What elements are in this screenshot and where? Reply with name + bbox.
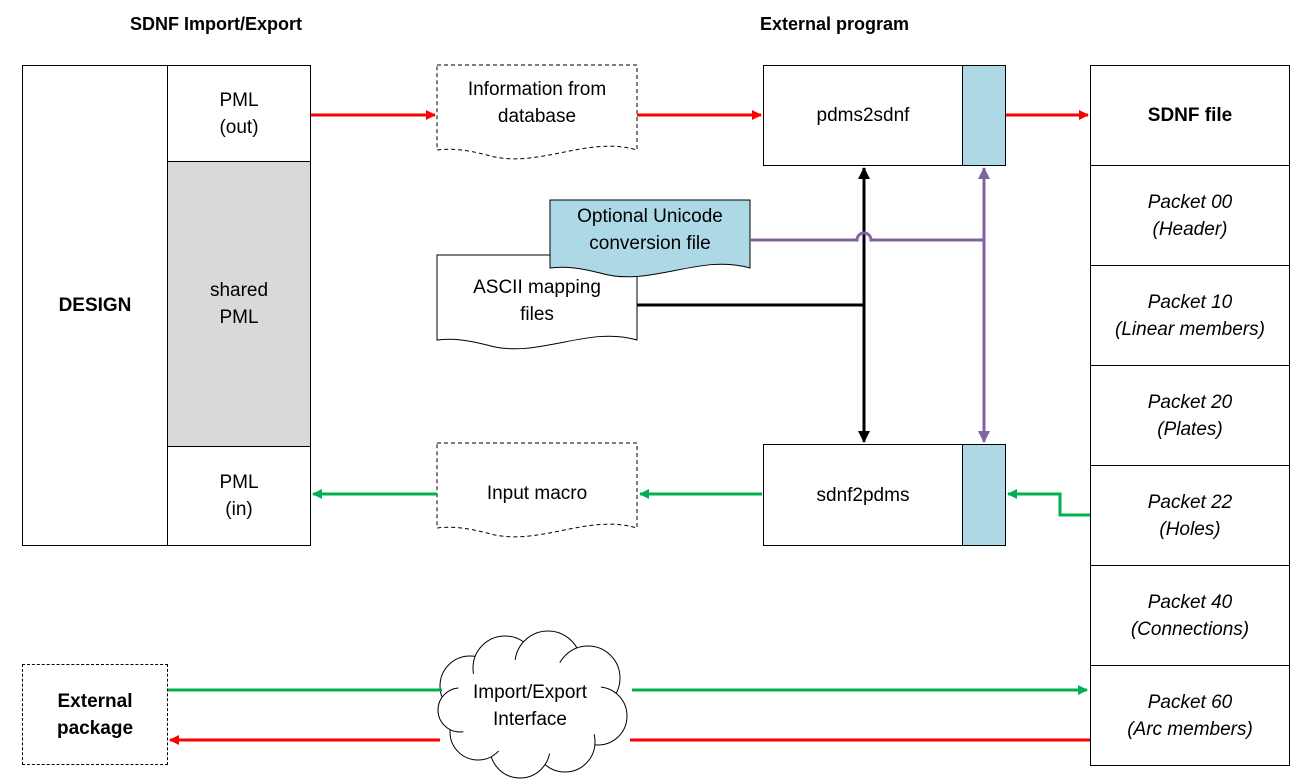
sdnf-file-header: SDNF file — [1090, 65, 1290, 166]
sdnf2pdms-side-panel — [962, 444, 1006, 546]
packet-40-label: Packet 40 (Connections) — [1130, 591, 1250, 640]
pml-in-label: PML (in) — [219, 472, 259, 520]
design-box: DESIGN — [22, 65, 168, 546]
packet-40-box: Packet 40 (Connections) — [1090, 565, 1290, 666]
pml-out-box: PML (out) — [167, 65, 311, 162]
packet-10-label: Packet 10 (Linear members) — [1115, 291, 1265, 340]
pdms2sdnf-label: pdms2sdnf — [816, 105, 910, 126]
packet-00-box: Packet 00 (Header) — [1090, 165, 1290, 266]
input-macro-doc-shape — [436, 442, 638, 538]
ascii-doc-shape — [436, 254, 638, 350]
packet-20-label: Packet 20 (Plates) — [1147, 391, 1233, 440]
sdnf2pdms-box: sdnf2pdms — [763, 444, 963, 546]
sdnf-file-title: SDNF file — [1147, 105, 1233, 126]
unicode-feed-line — [750, 231, 984, 242]
design-title: DESIGN — [58, 295, 132, 316]
arrow-packet22-to-sdnf2pdms — [1007, 489, 1090, 517]
packet-60-box: Packet 60 (Arc members) — [1090, 665, 1290, 766]
packet-22-box: Packet 22 (Holes) — [1090, 465, 1290, 566]
shared-pml-box: shared PML — [167, 161, 311, 447]
external-package-label: External package — [56, 690, 134, 739]
packet-22-label: Packet 22 (Holes) — [1147, 491, 1233, 540]
pml-in-box: PML (in) — [167, 446, 311, 546]
info-doc-label: Information from database — [467, 79, 607, 127]
interface-label: Import/Export Interface — [472, 682, 588, 730]
heading-external-program: External program — [760, 14, 910, 34]
packet-20-box: Packet 20 (Plates) — [1090, 365, 1290, 466]
unicode-doc-shape — [549, 199, 751, 278]
ascii-doc-label: ASCII mapping files — [473, 277, 601, 325]
pdms2sdnf-side-panel — [962, 65, 1006, 166]
info-doc-shape — [436, 64, 638, 160]
external-package-box: External package — [22, 664, 168, 765]
shared-pml-label: shared PML — [209, 280, 269, 328]
sdnf2pdms-label: sdnf2pdms — [816, 484, 910, 506]
packet-00-label: Packet 00 (Header) — [1147, 191, 1233, 240]
input-macro-label: Input macro — [486, 482, 588, 504]
pml-out-label: PML (out) — [219, 89, 259, 138]
unicode-doc-label: Optional Unicode conversion file — [577, 206, 723, 254]
packet-10-box: Packet 10 (Linear members) — [1090, 265, 1290, 366]
packet-60-label: Packet 60 (Arc members) — [1127, 691, 1253, 740]
heading-sdnf-import-export: SDNF Import/Export — [130, 14, 303, 34]
pdms2sdnf-box: pdms2sdnf — [763, 65, 963, 166]
